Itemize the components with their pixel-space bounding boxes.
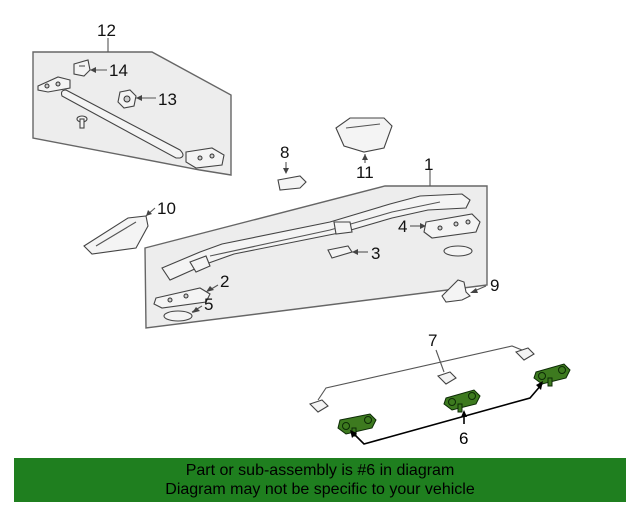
callout-8: 8 (280, 143, 289, 162)
callout-11: 11 (356, 163, 374, 182)
rail-center-support (333, 221, 353, 235)
callout-7: 7 (428, 331, 437, 350)
callout-10: 10 (157, 199, 176, 218)
leader-lines-part-6 (350, 381, 543, 445)
callout-14: 14 (109, 61, 128, 80)
callout-12: 12 (97, 21, 116, 40)
end-piece-part-2 (153, 287, 211, 309)
roof-rail (161, 193, 471, 281)
banner-line-2: Diagram may not be specific to your vehi… (165, 481, 475, 498)
rail-cover-strip (60, 89, 184, 159)
lower-rail-outline (317, 345, 523, 401)
bracket-part-6-right (533, 363, 571, 387)
callout-4: 4 (398, 217, 407, 236)
end-cover-part-11 (335, 117, 393, 153)
callout-5: 5 (204, 295, 213, 314)
notice-banner: Part or sub-assembly is #6 in diagram Di… (14, 458, 626, 502)
main-panel-rail-assembly: 1 4 3 (144, 155, 488, 329)
bolt-part-13 (117, 89, 137, 109)
end-piece-part-4 (423, 213, 481, 239)
rail-front-support (189, 255, 211, 273)
callout-3: 3 (371, 244, 380, 263)
bracket-part-6-center (443, 389, 481, 413)
callout-2: 2 (220, 272, 229, 291)
inset-panel-12: 12 14 13 (32, 21, 232, 176)
pad-part-7-center (436, 371, 457, 385)
pad-part-5 (163, 310, 193, 322)
front-cover-part-10 (83, 215, 149, 255)
oval-pad-right (443, 245, 473, 257)
callout-13: 13 (158, 90, 177, 109)
callout-6: 6 (459, 429, 468, 448)
callout-1: 1 (424, 155, 433, 174)
callout-9: 9 (490, 276, 499, 295)
end-cap-left (37, 76, 71, 93)
bracket-part-9 (441, 279, 471, 303)
cap-part-8 (277, 175, 307, 191)
screw (76, 115, 88, 129)
end-cap-right (185, 147, 225, 169)
bracket-part-6-left (337, 413, 377, 437)
pad-part-7-left (308, 399, 329, 413)
pad-part-7-right (514, 347, 535, 361)
banner-line-1: Part or sub-assembly is #6 in diagram (185, 462, 455, 479)
clip-part-14 (73, 59, 91, 77)
